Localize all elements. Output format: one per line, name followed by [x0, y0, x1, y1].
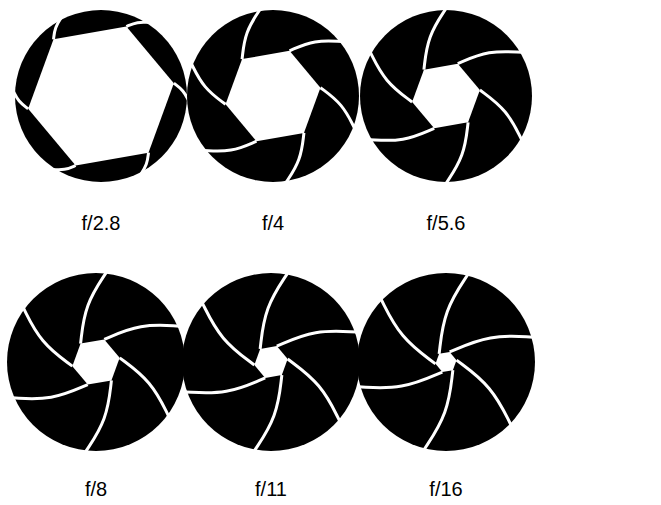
blade-gap [260, 273, 288, 349]
f-stop-label: f/8 [85, 478, 107, 500]
blade-gap [450, 336, 534, 352]
blade-gap [202, 303, 254, 365]
blade-gap [370, 52, 412, 102]
blade-gap [458, 52, 523, 64]
blade-gap [174, 83, 189, 101]
blade-gap [185, 378, 265, 393]
blade-gap [381, 299, 436, 364]
aperture-iris [13, 10, 189, 182]
f-stop-label: f/5.6 [427, 212, 466, 234]
aperture-iris [187, 9, 359, 183]
iris-opening [412, 64, 480, 129]
blade-gap [23, 307, 72, 366]
iris-opening [435, 352, 456, 372]
blade-gap [480, 90, 522, 140]
f-stop-label: f/16 [429, 478, 462, 500]
blade-gap [290, 41, 343, 51]
aperture-iris [7, 272, 185, 453]
iris-opening [28, 27, 174, 166]
aperture-iris [360, 8, 532, 184]
f-stop-label: f/4 [262, 212, 284, 234]
blade-gap [439, 274, 468, 354]
blade-gap [191, 63, 225, 104]
blade-gap [53, 165, 76, 169]
blade-gap [288, 359, 340, 421]
blade-gap [424, 370, 453, 450]
blade-gap [85, 380, 111, 452]
aperture-iris [182, 273, 360, 452]
iris-disc [357, 273, 535, 451]
blade-gap [254, 375, 282, 451]
blade-gap [81, 272, 107, 344]
f-stop-label: f/2.8 [82, 212, 121, 234]
iris-opening [254, 346, 287, 378]
f-stop-label: f/11 [255, 478, 287, 500]
iris-opening [72, 339, 119, 384]
blade-gap [204, 141, 257, 151]
iris-disc [7, 273, 185, 451]
blade-gap [286, 133, 304, 183]
blade-gap [320, 88, 354, 129]
blade-gap [358, 372, 442, 388]
blade-gap [370, 128, 435, 140]
blade-gap [457, 360, 512, 425]
blade-gap [104, 325, 179, 339]
blade-gap [12, 385, 87, 399]
blade-gap [140, 153, 148, 175]
iris-disc [182, 273, 360, 451]
blade-gap [424, 8, 446, 70]
blade-gap [277, 331, 357, 346]
blade-gap [126, 22, 149, 26]
blade-gap [54, 17, 62, 39]
blade-gap [13, 91, 28, 109]
blade-gap [120, 358, 169, 417]
blade-gap [242, 9, 260, 59]
iris-disc [15, 10, 187, 182]
aperture-iris [357, 273, 535, 451]
iris-disc [187, 10, 359, 182]
blade-gap [446, 122, 468, 184]
iris-opening [226, 51, 321, 141]
iris-disc [360, 10, 532, 182]
